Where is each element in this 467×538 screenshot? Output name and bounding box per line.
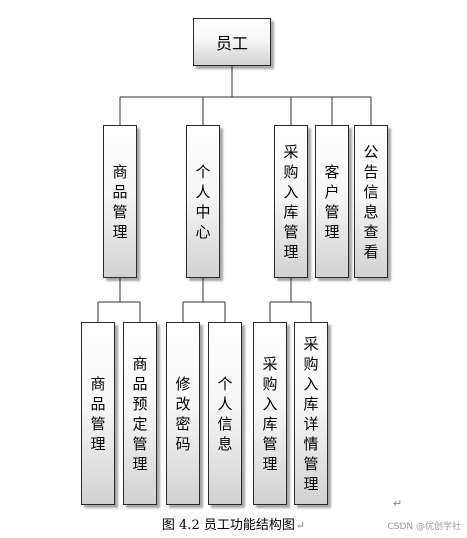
node-personal-center: 个人中心 — [186, 125, 220, 278]
node-label: 采购入库详情管理 — [303, 334, 319, 493]
node-purchase-inbound-management: 采购入库管理 — [274, 125, 308, 278]
node-sub-purchase-inbound-management: 采购入库管理 — [253, 322, 287, 505]
figure-caption-text: 图 4.2 员工功能结构图 — [161, 518, 295, 533]
node-label: 客户管理 — [324, 162, 340, 241]
node-label: 商品管理 — [90, 374, 106, 453]
node-sub-product-reservation-management: 商品预定管理 — [123, 322, 157, 505]
node-label: 公告信息查看 — [363, 142, 379, 261]
node-product-management: 商品管理 — [103, 125, 137, 278]
node-label: 采购入库管理 — [262, 354, 278, 473]
node-sub-product-management: 商品管理 — [81, 322, 115, 505]
node-label: 采购入库管理 — [283, 142, 299, 261]
node-label: 商品管理 — [112, 162, 128, 241]
figure-caption: 图 4.2 员工功能结构图↵ — [0, 514, 467, 533]
watermark: CSDN @优创学社 — [387, 522, 461, 532]
node-label: 个人中心 — [195, 162, 211, 241]
node-sub-personal-info: 个人信息 — [208, 322, 242, 505]
caption-paragraph-mark: ↵ — [295, 519, 306, 532]
node-sub-change-password: 修改密码 — [166, 322, 200, 505]
node-customer-management: 客户管理 — [315, 125, 349, 278]
paragraph-mark: ↵ — [393, 497, 403, 510]
node-label: 个人信息 — [217, 374, 233, 453]
node-label: 商品预定管理 — [132, 354, 148, 473]
node-announcement-view: 公告信息查看 — [354, 125, 388, 278]
node-sub-purchase-inbound-details-management: 采购入库详情管理 — [294, 322, 328, 505]
node-label: 修改密码 — [175, 374, 191, 453]
root-node-label: 员工 — [215, 34, 248, 53]
root-node-employee: 员工 — [193, 18, 271, 66]
